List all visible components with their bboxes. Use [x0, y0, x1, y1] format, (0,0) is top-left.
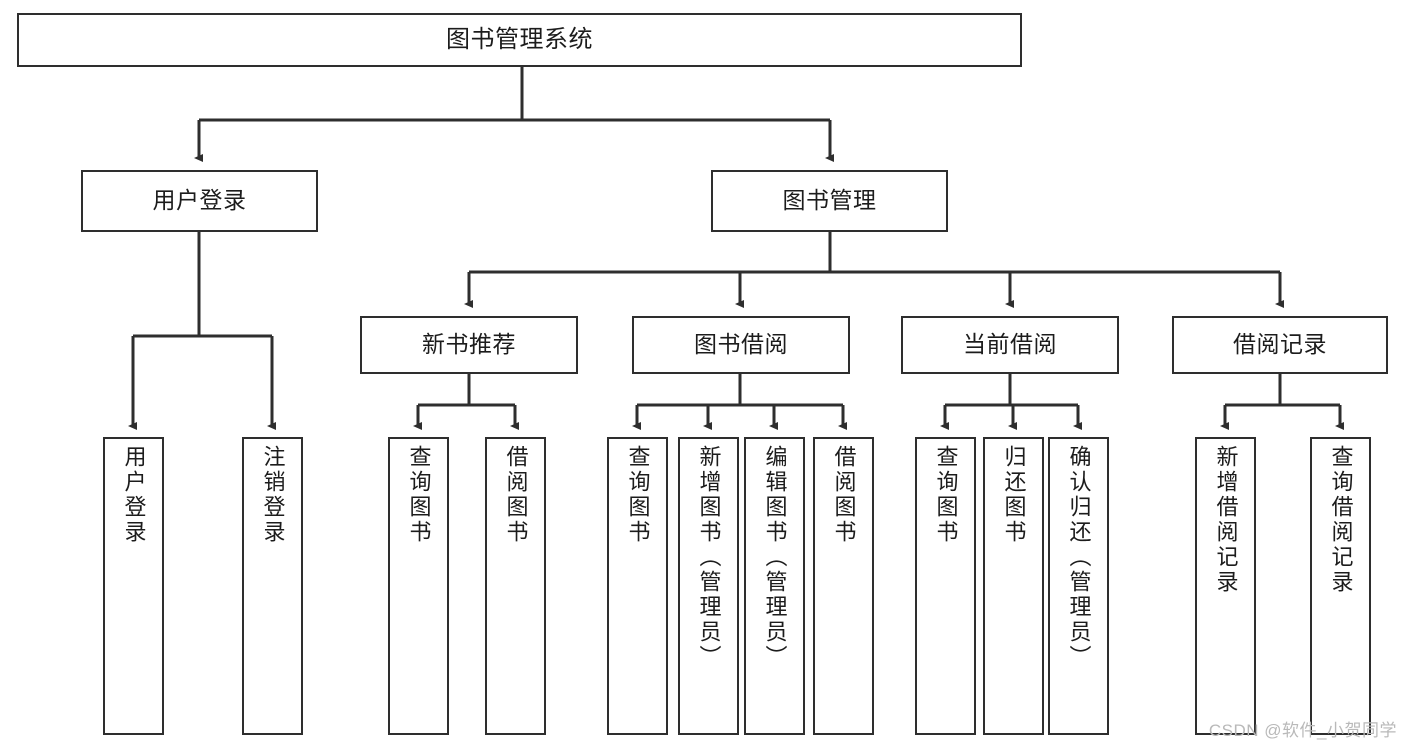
node-leaf-add-borrow-record-label: 新增借阅记录: [1213, 445, 1239, 595]
node-leaf-query-book-current-label: 查询图书: [933, 445, 959, 545]
node-root-label: 图书管理系统: [446, 25, 593, 53]
node-leaf-query-book-current[interactable]: 查询图书: [915, 437, 976, 735]
node-leaf-add-book-admin-label: 新增图书（管理员）: [696, 445, 722, 670]
node-book-management-label: 图书管理: [782, 187, 877, 214]
node-new-book-recommend[interactable]: 新书推荐: [360, 316, 578, 374]
node-leaf-add-borrow-record[interactable]: 新增借阅记录: [1195, 437, 1256, 735]
node-leaf-confirm-return-admin[interactable]: 确认归还（管理员）: [1048, 437, 1109, 735]
node-current-borrow-label: 当前借阅: [963, 331, 1057, 358]
node-leaf-borrow-book-rec-label: 借阅图书: [503, 445, 529, 545]
node-leaf-edit-book-admin-label: 编辑图书（管理员）: [762, 445, 788, 670]
node-leaf-confirm-return-admin-label: 确认归还（管理员）: [1066, 445, 1092, 670]
node-user-login[interactable]: 用户登录: [81, 170, 318, 232]
node-leaf-borrow-book[interactable]: 借阅图书: [813, 437, 874, 735]
node-leaf-query-book-rec-label: 查询图书: [406, 445, 432, 545]
node-leaf-borrow-book-label: 借阅图书: [831, 445, 857, 545]
node-leaf-query-borrow-record[interactable]: 查询借阅记录: [1310, 437, 1371, 735]
node-leaf-user-login[interactable]: 用户登录: [103, 437, 164, 735]
node-root[interactable]: 图书管理系统: [17, 13, 1022, 67]
node-leaf-query-book-borrow[interactable]: 查询图书: [607, 437, 668, 735]
node-leaf-return-book[interactable]: 归还图书: [983, 437, 1044, 735]
node-book-management[interactable]: 图书管理: [711, 170, 948, 232]
node-book-borrow[interactable]: 图书借阅: [632, 316, 850, 374]
node-borrow-records[interactable]: 借阅记录: [1172, 316, 1388, 374]
node-borrow-records-label: 借阅记录: [1233, 331, 1327, 358]
node-leaf-borrow-book-rec[interactable]: 借阅图书: [485, 437, 546, 735]
node-leaf-query-book-borrow-label: 查询图书: [625, 445, 651, 545]
node-leaf-logout-login[interactable]: 注销登录: [242, 437, 303, 735]
node-leaf-return-book-label: 归还图书: [1001, 445, 1027, 545]
node-leaf-query-borrow-record-label: 查询借阅记录: [1328, 445, 1354, 595]
node-leaf-user-login-label: 用户登录: [121, 445, 147, 545]
node-book-borrow-label: 图书借阅: [694, 331, 788, 358]
node-user-login-label: 用户登录: [152, 187, 247, 214]
node-current-borrow[interactable]: 当前借阅: [901, 316, 1119, 374]
node-new-book-recommend-label: 新书推荐: [422, 331, 516, 358]
node-leaf-logout-login-label: 注销登录: [260, 445, 286, 545]
node-leaf-edit-book-admin[interactable]: 编辑图书（管理员）: [744, 437, 805, 735]
node-leaf-add-book-admin[interactable]: 新增图书（管理员）: [678, 437, 739, 735]
node-leaf-query-book-rec[interactable]: 查询图书: [388, 437, 449, 735]
watermark: CSDN @软件_小贺同学: [1208, 721, 1397, 740]
